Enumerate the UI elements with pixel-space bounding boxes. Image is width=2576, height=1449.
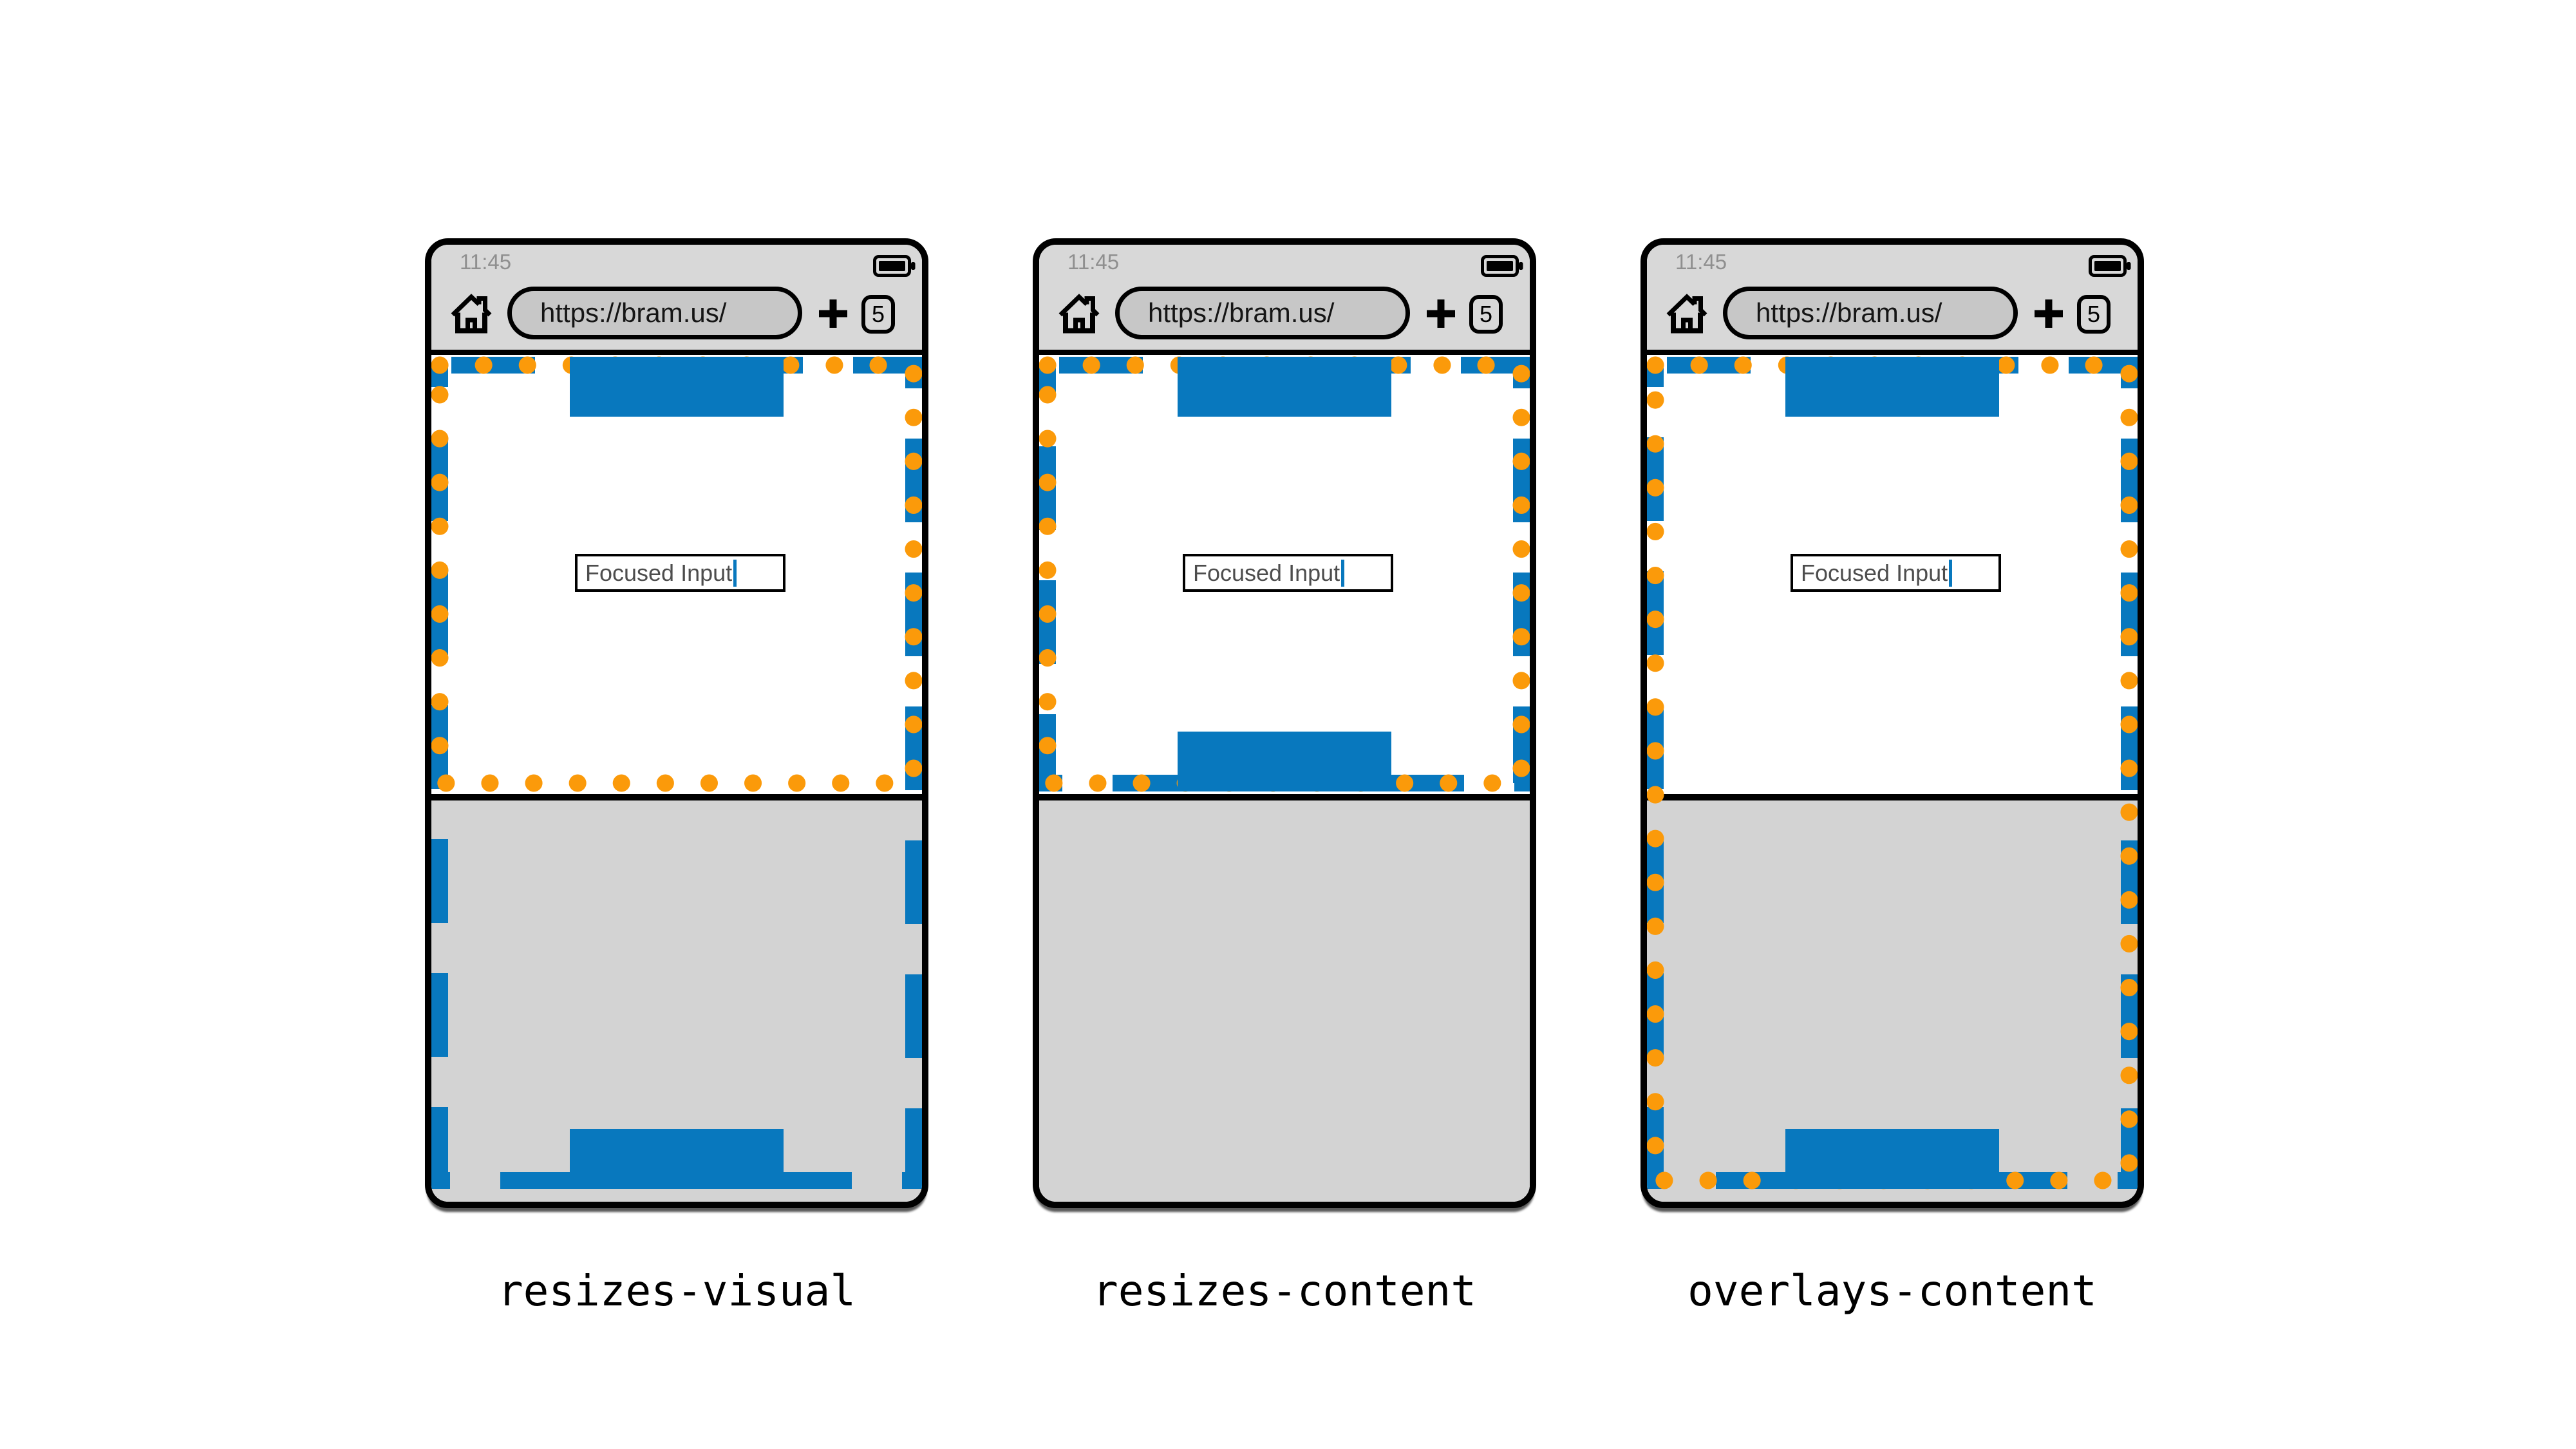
fixed-header-bar [570,357,784,417]
phone-column-overlays-content: 11:45 https://bram.us/ 5 [1641,238,2144,1316]
tab-counter-button[interactable]: 5 [2077,295,2111,334]
text-caret [1949,559,1953,587]
address-bar-url: https://bram.us/ [1756,298,1942,328]
browser-chrome: 11:45 https://bram.us/ 5 [1647,245,2138,350]
keyboard-separator [431,794,922,800]
fixed-header-bar [1785,357,1999,417]
address-bar[interactable]: https://bram.us/ [1115,287,1410,339]
visual-viewport-dots [431,356,922,792]
home-button[interactable] [1665,291,1709,335]
new-tab-button[interactable] [1425,298,1457,330]
phone-mockup-overlays-content: 11:45 https://bram.us/ 5 [1641,238,2144,1208]
battery-icon [1481,255,1523,277]
fixed-header-bar [1178,357,1391,417]
status-time: 11:45 [1067,250,1120,274]
phone-label: overlays-content [1688,1266,2097,1316]
home-icon [451,294,492,334]
viewport-overlay [431,356,922,1189]
battery-icon [2089,255,2131,277]
address-bar-url: https://bram.us/ [540,298,727,328]
phone-mockup-resizes-visual: 11:45 https://bram.us/ 5 [425,238,928,1208]
text-caret [1341,559,1345,587]
plus-icon [819,299,847,328]
focused-input[interactable]: Focused Input [1183,554,1393,592]
battery-icon [873,255,916,277]
viewport-overlay [1039,356,1530,792]
focused-input[interactable]: Focused Input [575,554,785,592]
visual-viewport-dots [1039,356,1530,792]
input-text: Focused Input [585,559,733,586]
layout-viewport-border [431,357,922,1189]
phone-column-resizes-content: 11:45 https://bram.us/ 5 [1033,238,1536,1316]
input-text: Focused Input [1193,559,1340,586]
toolbar-separator [431,350,922,355]
virtual-keyboard [1039,800,1530,1202]
home-icon [1666,294,1707,334]
toolbar-separator [1039,350,1530,355]
status-time: 11:45 [460,250,512,274]
browser-chrome: 11:45 https://bram.us/ 5 [431,245,922,350]
toolbar-separator [1647,350,2138,355]
browser-chrome: 11:45 https://bram.us/ 5 [1039,245,1530,350]
new-tab-button[interactable] [2033,298,2065,330]
home-icon [1058,294,1100,334]
text-caret [733,559,737,587]
fixed-footer-bar [570,1129,784,1189]
phone-label: resizes-content [1092,1266,1477,1316]
tab-counter-button[interactable]: 5 [1469,295,1503,334]
address-bar[interactable]: https://bram.us/ [1723,287,2018,339]
keyboard-separator [1039,794,1530,800]
phone-column-resizes-visual: 11:45 https://bram.us/ 5 [425,238,928,1316]
layout-viewport-border [1647,357,2138,1189]
tab-count: 5 [2087,301,2101,327]
plus-icon [2035,299,2063,328]
fixed-footer-bar [1178,732,1391,791]
focused-input[interactable]: Focused Input [1791,554,2001,592]
new-tab-button[interactable] [817,298,849,330]
plus-icon [1427,299,1455,328]
tab-counter-button[interactable]: 5 [861,295,895,334]
tab-count: 5 [1479,301,1493,327]
input-text: Focused Input [1801,559,1948,586]
address-bar-url: https://bram.us/ [1148,298,1335,328]
keyboard-separator [1647,794,2138,800]
home-button[interactable] [1057,291,1101,335]
home-button[interactable] [449,291,493,335]
phone-mockup-resizes-content: 11:45 https://bram.us/ 5 [1033,238,1536,1208]
address-bar[interactable]: https://bram.us/ [507,287,802,339]
fixed-footer-bar [1785,1129,1999,1189]
phone-label: resizes-visual [497,1266,856,1316]
tab-count: 5 [871,301,885,327]
status-time: 11:45 [1675,250,1727,274]
viewport-overlay [1647,356,2138,1189]
visual-viewport-dots [1647,356,2138,1189]
